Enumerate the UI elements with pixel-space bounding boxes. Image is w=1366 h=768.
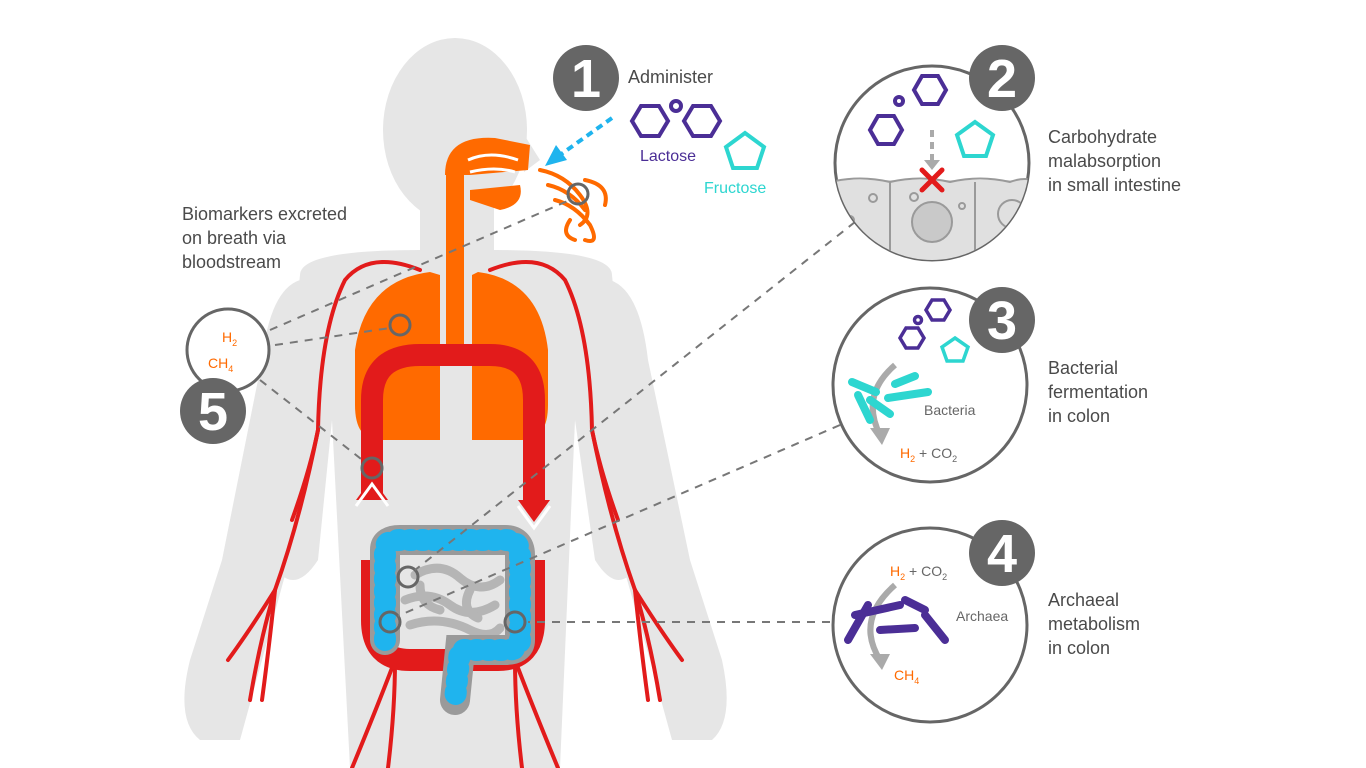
step-2-fructose-icon bbox=[954, 119, 996, 158]
step-3-line1: Bacterial bbox=[1048, 358, 1118, 378]
step-3-products: H2 + CO2 bbox=[900, 445, 957, 464]
step-2: 2 Carbohydrate malabsorption in small in… bbox=[833, 45, 1181, 262]
step-5-line1: Biomarkers excreted bbox=[182, 204, 347, 224]
step-3-lactose-icon bbox=[897, 298, 953, 350]
step-2-badge bbox=[969, 45, 1035, 111]
connector-lines bbox=[259, 199, 856, 623]
step-2-lactose-icon bbox=[867, 74, 949, 146]
step-5-badge bbox=[180, 378, 246, 444]
step-5-line3: bloodstream bbox=[182, 252, 281, 272]
step-1-number: 1 bbox=[571, 49, 601, 109]
step-4-output: CH4 bbox=[894, 667, 919, 686]
step-4-line2: metabolism bbox=[1048, 614, 1140, 634]
step-4: H2 + CO2 Archaea CH4 4 Archaeal metaboli… bbox=[831, 520, 1140, 724]
fructose-icon bbox=[723, 130, 767, 170]
bacteria-label: Bacteria bbox=[924, 402, 976, 418]
step-5-gas-ch4: CH4 bbox=[208, 355, 233, 374]
step-4-inputs: H2 + CO2 bbox=[890, 563, 947, 582]
downward-arrow bbox=[518, 500, 550, 522]
step-2-line1: Carbohydrate bbox=[1048, 127, 1157, 147]
step-2-line3: in small intestine bbox=[1048, 175, 1181, 195]
small-intestine bbox=[400, 563, 505, 639]
step-1: 1 Administer Lactose Fructose bbox=[553, 45, 767, 197]
bacteria-icon bbox=[848, 372, 932, 424]
step-3-badge bbox=[969, 287, 1035, 353]
archaea-label: Archaea bbox=[956, 608, 1008, 624]
colon bbox=[370, 525, 535, 715]
exhaled-breath bbox=[538, 168, 608, 243]
archaea-icon bbox=[844, 596, 949, 644]
step-1-badge bbox=[553, 45, 619, 111]
step-3-fructose-icon bbox=[939, 335, 971, 363]
step-3-line3: in colon bbox=[1048, 406, 1110, 426]
step-4-line1: Archaeal bbox=[1048, 590, 1119, 610]
step-3-number: 3 bbox=[987, 291, 1017, 351]
step-4-line3: in colon bbox=[1048, 638, 1110, 658]
step-4-badge bbox=[969, 520, 1035, 586]
step-5-number: 5 bbox=[198, 382, 228, 442]
step-2-number: 2 bbox=[987, 49, 1017, 109]
step-5: H2 CH4 5 Biomarkers excreted on breath v… bbox=[180, 204, 347, 444]
step-5-gas-h2: H2 bbox=[222, 329, 237, 348]
fructose-label: Fructose bbox=[704, 180, 766, 197]
lactose-label: Lactose bbox=[640, 148, 696, 165]
step-5-line2: on breath via bbox=[182, 228, 287, 248]
step-4-number: 4 bbox=[987, 524, 1017, 584]
blocked-icon bbox=[919, 167, 945, 193]
mouth-detail bbox=[467, 153, 519, 174]
blood-vessels bbox=[226, 260, 684, 768]
body-markers bbox=[360, 182, 590, 634]
step-2-line2: malabsorption bbox=[1048, 151, 1161, 171]
step-3-line2: fermentation bbox=[1048, 382, 1148, 402]
administer-arrow bbox=[558, 116, 614, 157]
lactose-icon bbox=[629, 99, 723, 138]
step-1-label: Administer bbox=[628, 67, 713, 87]
step-3: Bacteria H2 + CO2 3 Bacterial fermentati… bbox=[831, 286, 1148, 484]
